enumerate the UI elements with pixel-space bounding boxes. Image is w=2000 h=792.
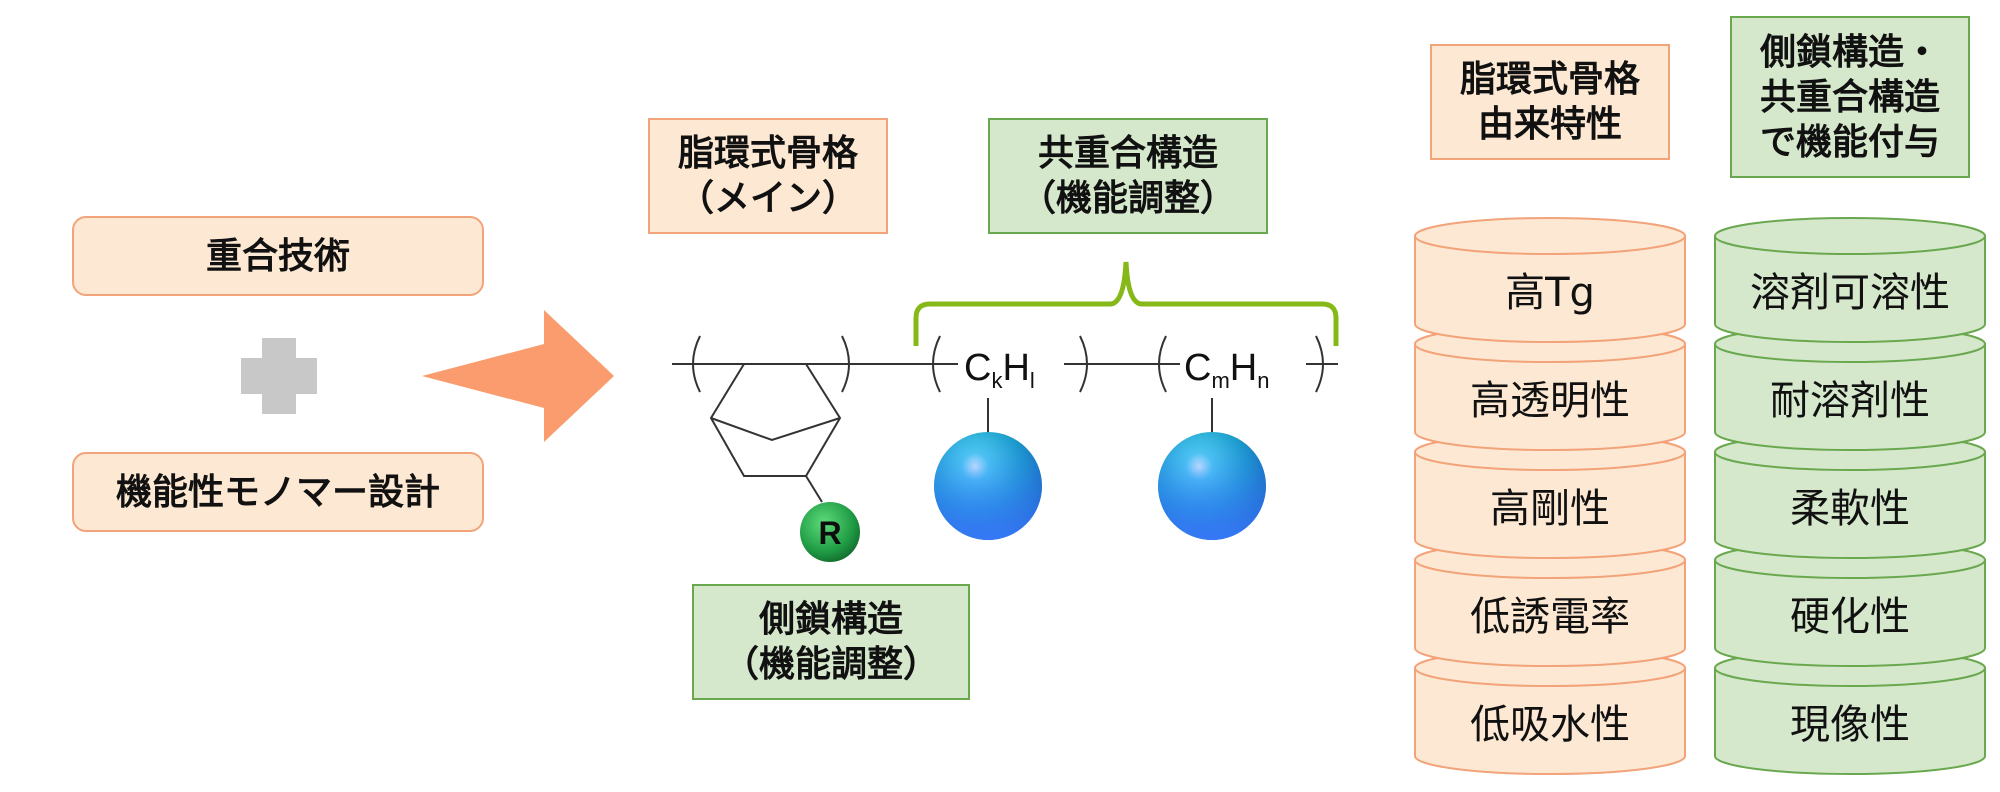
main-skeleton-box: 脂環式骨格 （メイン） xyxy=(648,118,888,234)
main-skeleton-line1: 脂環式骨格 xyxy=(677,133,858,174)
functional-properties-stack: 現像性 硬化性 柔軟性 耐溶剤性 溶剤可溶性 xyxy=(1714,217,1986,775)
plus-icon xyxy=(241,338,317,414)
alicyclic-property-label: 高剛性 xyxy=(1490,486,1610,532)
main-skeleton-line2: （メイン） xyxy=(677,178,858,219)
alicyclic-properties-stack: 低吸水性 低誘電率 高剛性 高透明性 高Tg xyxy=(1414,217,1686,775)
functional-cylinder-2: 耐溶剤性 xyxy=(1714,325,1986,451)
functional-header-line2: 共重合構造 xyxy=(1759,76,1940,118)
functional-cylinder-3: 柔軟性 xyxy=(1714,433,1986,559)
bracket-left-3 xyxy=(1158,335,1167,393)
monomer-design-label: 機能性モノマー設計 xyxy=(115,471,440,513)
polymerization-tech-label: 重合技術 xyxy=(205,235,350,277)
functional-group-ball-1 xyxy=(934,432,1042,540)
functional-cylinder-4: 硬化性 xyxy=(1714,541,1986,667)
functional-header-line3: で機能付与 xyxy=(1759,121,1940,163)
functional-property-label: 柔軟性 xyxy=(1790,486,1910,532)
copolymer-line1: 共重合構造 xyxy=(1037,133,1218,174)
r-label: R xyxy=(818,515,841,551)
functional-header-line1: 側鎖構造・ xyxy=(1759,31,1940,73)
alicyclic-property-label: 低吸水性 xyxy=(1470,702,1630,748)
copolymer-structure-box: 共重合構造 （機能調整） xyxy=(988,118,1268,234)
copolymer-brace xyxy=(913,261,1339,346)
bracket-right-2 xyxy=(1079,335,1088,393)
alicyclic-property-label: 高Tg xyxy=(1505,270,1595,316)
functional-properties-header: 側鎖構造・ 共重合構造 で機能付与 xyxy=(1730,16,1970,178)
alicyclic-cylinder-3: 高剛性 xyxy=(1414,433,1686,559)
r-group: R xyxy=(800,502,860,562)
monomer-design-box: 機能性モノマー設計 xyxy=(72,452,484,532)
alicyclic-header-line1: 脂環式骨格 xyxy=(1459,59,1640,100)
norbornane-ring xyxy=(709,363,842,503)
bracket-right-1 xyxy=(841,335,850,393)
alicyclic-cylinder-1: 高Tg xyxy=(1414,217,1686,343)
side-chain-line2: （機能調整） xyxy=(722,644,939,685)
alicyclic-header-line2: 由来特性 xyxy=(1477,104,1622,145)
unit2-formula: CmHn xyxy=(1184,347,1269,393)
functional-property-label: 溶剤可溶性 xyxy=(1750,270,1950,316)
alicyclic-cylinder-2: 高透明性 xyxy=(1414,325,1686,451)
alicyclic-cylinder-4: 低誘電率 xyxy=(1414,541,1686,667)
functional-cylinder-5: 現像性 xyxy=(1714,649,1986,775)
functional-group-ball-2 xyxy=(1158,432,1266,540)
functional-property-label: 硬化性 xyxy=(1790,594,1910,640)
alicyclic-properties-header: 脂環式骨格 由来特性 xyxy=(1430,44,1670,160)
alicyclic-property-label: 低誘電率 xyxy=(1470,594,1630,640)
bracket-left-1 xyxy=(692,335,701,393)
copolymer-line2: （機能調整） xyxy=(1019,178,1236,219)
arrow-icon xyxy=(422,310,614,442)
functional-property-label: 耐溶剤性 xyxy=(1770,378,1930,424)
functional-cylinder-1: 溶剤可溶性 xyxy=(1714,217,1986,343)
unit1-formula: CkHl xyxy=(964,347,1035,393)
bracket-left-2 xyxy=(932,335,941,393)
side-chain-line1: 側鎖構造 xyxy=(758,599,903,640)
polymerization-tech-box: 重合技術 xyxy=(72,216,484,296)
alicyclic-property-label: 高透明性 xyxy=(1470,378,1630,424)
side-chain-box: 側鎖構造 （機能調整） xyxy=(692,584,970,700)
alicyclic-cylinder-5: 低吸水性 xyxy=(1414,649,1686,775)
bracket-right-3 xyxy=(1315,335,1324,393)
functional-property-label: 現像性 xyxy=(1790,702,1910,748)
